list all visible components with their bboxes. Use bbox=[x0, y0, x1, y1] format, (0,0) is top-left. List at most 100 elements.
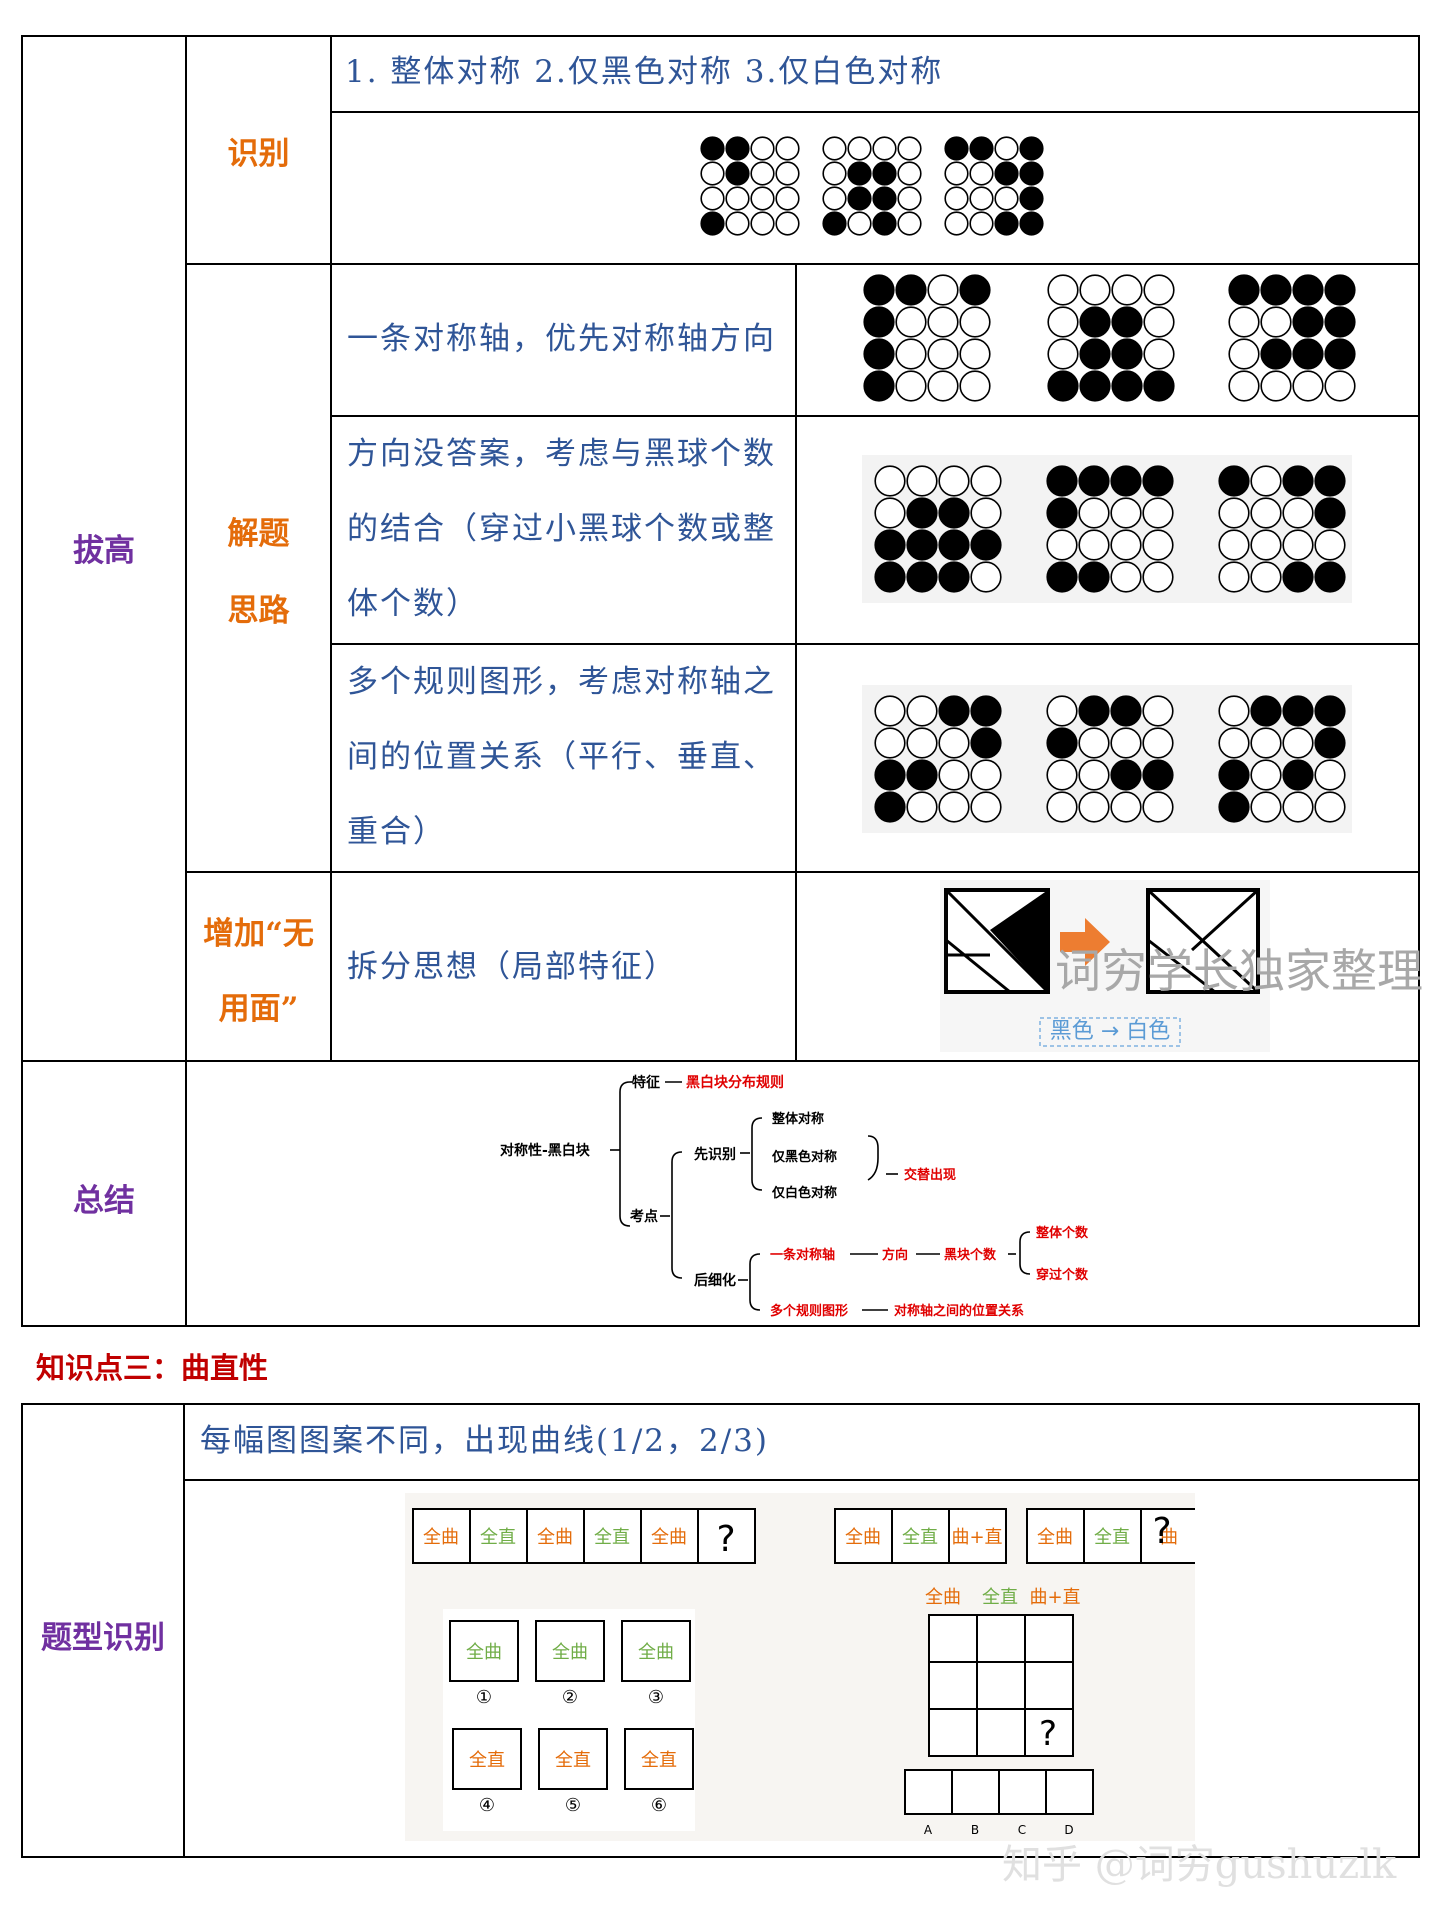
white-ball bbox=[897, 186, 922, 211]
white-ball bbox=[1110, 561, 1142, 593]
white-ball bbox=[874, 497, 906, 529]
white-ball bbox=[750, 211, 775, 236]
white-ball bbox=[700, 186, 725, 211]
black-ball bbox=[1260, 338, 1292, 370]
black-ball bbox=[1314, 561, 1346, 593]
white-ball bbox=[1218, 727, 1250, 759]
black-ball bbox=[1292, 306, 1324, 338]
circle-grid bbox=[944, 136, 1044, 236]
black-ball bbox=[725, 136, 750, 161]
circle-grid bbox=[874, 465, 1002, 593]
seq3-cell: 全曲 bbox=[1037, 1527, 1073, 1548]
black-ball bbox=[1218, 791, 1250, 823]
white-ball bbox=[1143, 338, 1175, 370]
white-ball bbox=[994, 136, 1019, 161]
black-ball bbox=[1314, 695, 1346, 727]
seq1-cell: 全曲 bbox=[423, 1527, 459, 1548]
solve-row-2-line-3: 体个数） bbox=[347, 586, 479, 622]
white-ball bbox=[700, 161, 725, 186]
option-number: ④ bbox=[479, 1795, 495, 1816]
white-ball bbox=[959, 338, 991, 370]
mindmap-one-axis: 一条对称轴 bbox=[770, 1248, 836, 1263]
table2-desc: 每幅图图案不同，出现曲线(1/2，2/3) bbox=[200, 1423, 769, 1459]
arrow-right-icon bbox=[1060, 918, 1110, 966]
black-ball bbox=[970, 727, 1002, 759]
solve-row-2-line-2: 的结合（穿过小黑球个数或整 bbox=[347, 511, 776, 547]
option-number: ② bbox=[562, 1687, 578, 1708]
black-ball bbox=[1019, 136, 1044, 161]
white-ball bbox=[944, 186, 969, 211]
white-ball bbox=[938, 465, 970, 497]
white-ball bbox=[1260, 306, 1292, 338]
black-ball bbox=[874, 561, 906, 593]
white-ball bbox=[847, 211, 872, 236]
white-ball bbox=[1079, 274, 1111, 306]
seq1-cell: 全直 bbox=[594, 1527, 630, 1548]
row-label-bagao: 拔高 bbox=[73, 533, 135, 569]
black-ball bbox=[863, 338, 895, 370]
white-ball bbox=[1078, 529, 1110, 561]
solve-row-2-line-1: 方向没答案，考虑与黑球个数 bbox=[347, 436, 776, 472]
black-ball bbox=[1111, 306, 1143, 338]
white-ball bbox=[1250, 791, 1282, 823]
white-ball bbox=[1228, 338, 1260, 370]
black-ball bbox=[1078, 561, 1110, 593]
black-ball bbox=[938, 529, 970, 561]
solve-row-1-circle-grids bbox=[855, 270, 1360, 410]
mindmap-lines bbox=[610, 1081, 1031, 1311]
black-ball bbox=[1314, 465, 1346, 497]
black-ball bbox=[906, 529, 938, 561]
white-ball bbox=[775, 161, 800, 186]
watermark-2: 知乎 @词穷gushuzlk bbox=[1002, 1842, 1397, 1888]
black-ball bbox=[1046, 727, 1078, 759]
option-top: 全曲 bbox=[466, 1642, 502, 1663]
white-ball bbox=[895, 338, 927, 370]
option-number: ③ bbox=[648, 1687, 664, 1708]
black-ball bbox=[863, 306, 895, 338]
white-ball bbox=[906, 465, 938, 497]
white-ball bbox=[1228, 306, 1260, 338]
watermark-1: 词穷学长独家整理 bbox=[1055, 944, 1423, 998]
white-ball bbox=[1078, 497, 1110, 529]
black-ball bbox=[938, 695, 970, 727]
black-ball bbox=[959, 274, 991, 306]
white-ball bbox=[1250, 561, 1282, 593]
white-ball bbox=[1218, 497, 1250, 529]
white-ball bbox=[1250, 759, 1282, 791]
seq1-question: ? bbox=[716, 1519, 735, 1560]
mindmap-pass-count: 穿过个数 bbox=[1036, 1268, 1089, 1283]
black-ball bbox=[1079, 306, 1111, 338]
sub-label-add-1: 增加“无 bbox=[203, 916, 314, 952]
white-ball bbox=[1110, 497, 1142, 529]
white-ball bbox=[1250, 497, 1282, 529]
black-ball bbox=[1292, 274, 1324, 306]
sub-label-solve-2: 思路 bbox=[227, 593, 290, 629]
sub-label-solve-1: 解题 bbox=[227, 516, 290, 552]
white-ball bbox=[927, 338, 959, 370]
black-ball bbox=[1019, 161, 1044, 186]
white-ball bbox=[1314, 529, 1346, 561]
black-ball bbox=[1228, 274, 1260, 306]
circle-grid bbox=[700, 136, 800, 236]
black-ball bbox=[1078, 465, 1110, 497]
white-ball bbox=[1324, 370, 1356, 402]
black-ball bbox=[938, 497, 970, 529]
mindmap-whole: 整体对称 bbox=[772, 1112, 825, 1127]
solve-row-3-line-2: 间的位置关系（平行、垂直、 bbox=[347, 739, 776, 775]
split-black-region bbox=[990, 890, 1048, 992]
white-ball bbox=[1142, 791, 1174, 823]
mindmap-whole-count: 整体个数 bbox=[1036, 1226, 1089, 1241]
black-ball bbox=[1046, 561, 1078, 593]
add-text: 拆分思想（局部特征） bbox=[347, 949, 677, 985]
white-ball bbox=[969, 161, 994, 186]
white-ball bbox=[897, 211, 922, 236]
white-ball bbox=[750, 136, 775, 161]
section3-title: 知识点三：曲直性 bbox=[36, 1351, 269, 1385]
white-ball bbox=[1314, 791, 1346, 823]
black-ball bbox=[822, 211, 847, 236]
white-ball bbox=[969, 186, 994, 211]
black-ball bbox=[969, 136, 994, 161]
mindmap-multi: 多个规则图形 bbox=[770, 1304, 849, 1319]
white-ball bbox=[750, 161, 775, 186]
black-ball bbox=[1260, 274, 1292, 306]
